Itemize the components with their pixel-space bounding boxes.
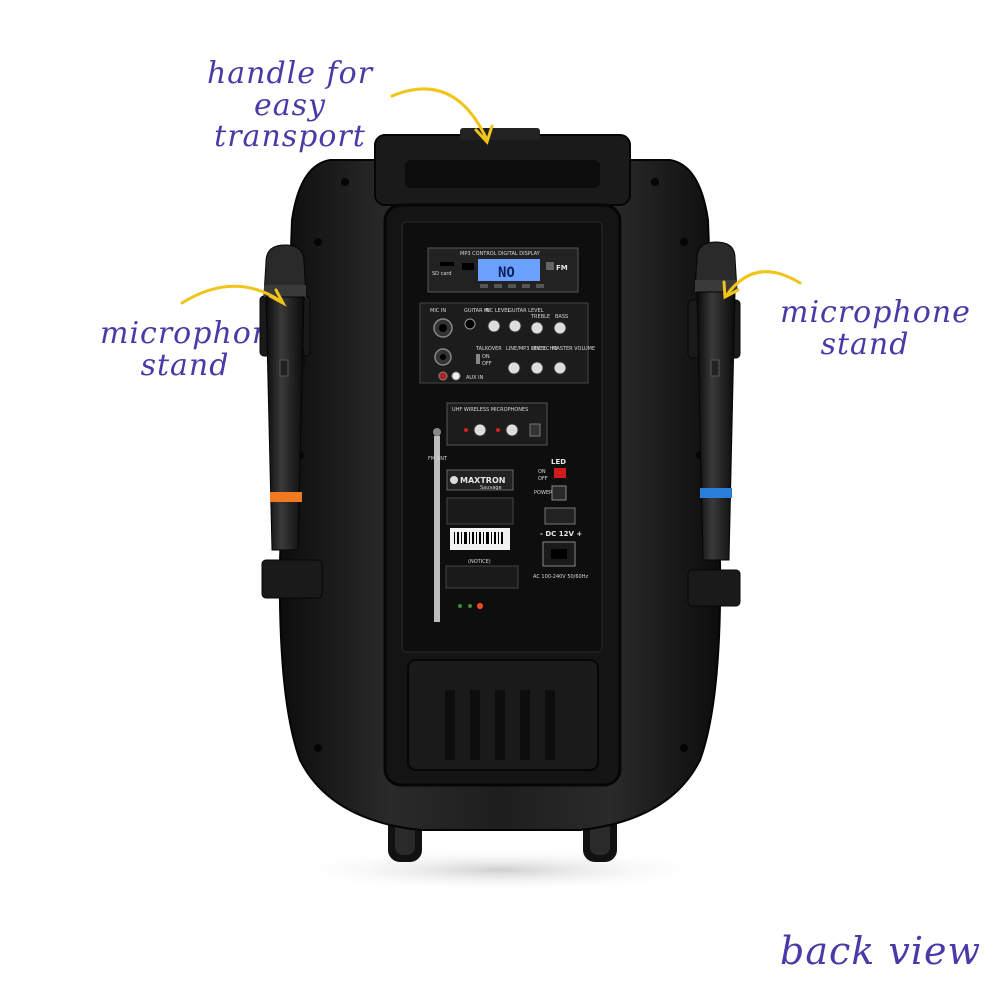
lcd-display-value: NO bbox=[498, 265, 515, 281]
led-switch[interactable] bbox=[554, 468, 566, 478]
wireless-b-volume-knob[interactable] bbox=[505, 423, 519, 437]
power-switch[interactable] bbox=[551, 485, 567, 501]
dc-terminals[interactable] bbox=[544, 507, 576, 525]
guitar-in-jack[interactable] bbox=[464, 318, 476, 330]
line-level-knob[interactable] bbox=[507, 361, 521, 375]
bass-knob[interactable] bbox=[553, 321, 567, 335]
brand-name: MAXTRON bbox=[460, 476, 505, 485]
left-microphone[interactable] bbox=[259, 244, 323, 599]
treble-knob[interactable] bbox=[530, 321, 544, 335]
wireless-title: UHF WIRELESS MICROPHONES bbox=[452, 407, 528, 413]
right-mic-band bbox=[700, 488, 732, 498]
mic-right-annotation: microphone stand bbox=[780, 295, 971, 362]
lower-grille bbox=[407, 659, 599, 771]
power-label: POWER bbox=[534, 490, 553, 496]
treble-label: TREBLE bbox=[530, 314, 550, 320]
mic-right-annotation-line1: microphone bbox=[780, 295, 971, 330]
master-volume-label: MASTER VOLUME bbox=[552, 346, 595, 352]
mic-level-knob[interactable] bbox=[487, 319, 501, 333]
power-section: LED ON OFF POWER - DC 12V + AC 100-240V … bbox=[533, 458, 588, 580]
mp3-module-title: MP3 CONTROL DIGITAL DISPLAY bbox=[460, 251, 541, 257]
fm-ant-label: FM ANT bbox=[428, 456, 448, 462]
mp3-module: MP3 CONTROL DIGITAL DISPLAY SD card NO F… bbox=[427, 247, 579, 293]
mp3-buttons[interactable] bbox=[480, 284, 544, 288]
handle-annotation: handle for easy transport bbox=[190, 58, 390, 153]
mic-echo-knob[interactable] bbox=[530, 361, 544, 375]
wireless-b-indicator bbox=[496, 428, 500, 432]
guitar-level-label: GUITAR LEVEL bbox=[508, 308, 544, 314]
mic-echo-label: MIC ECHO bbox=[532, 346, 557, 352]
line-level-label: LINE/MP3 LEVEL bbox=[506, 346, 546, 352]
handle-arrow bbox=[390, 87, 489, 142]
back-view-annotation: back view bbox=[780, 929, 982, 973]
left-mic-band bbox=[270, 492, 302, 502]
fm-label: FM bbox=[556, 264, 568, 272]
handle-annotation-line2: easy transport bbox=[214, 87, 366, 154]
talkover-on-label: ON bbox=[482, 354, 490, 360]
aux-in-label: AUX IN bbox=[466, 375, 484, 381]
wireless-switch[interactable] bbox=[529, 423, 541, 437]
aux-in-left-jack[interactable] bbox=[438, 371, 448, 381]
mic-level-label: MIC LEVEL bbox=[484, 308, 510, 314]
fm-button[interactable] bbox=[546, 262, 554, 270]
lcd-display bbox=[478, 259, 540, 281]
led-off-label: OFF bbox=[538, 476, 548, 482]
floor-shadow bbox=[280, 848, 720, 892]
ac-label: AC 100-240V 50/60Hz bbox=[533, 574, 588, 580]
handle-annotation-line1: handle for bbox=[206, 56, 374, 91]
talkover-label: TALKOVER bbox=[475, 346, 502, 352]
mic-left-annotation: microphone stand bbox=[100, 316, 291, 383]
annotation-arrows bbox=[180, 87, 802, 307]
notice-title: (NOTICE) bbox=[468, 559, 491, 565]
mic-left-annotation-line2: stand bbox=[140, 347, 230, 383]
mic-in-label: MIC IN bbox=[430, 308, 446, 314]
wireless-module: UHF WIRELESS MICROPHONES bbox=[446, 402, 548, 446]
guitar-in-label: GUITAR IN bbox=[464, 308, 490, 314]
bass-label: BASS bbox=[555, 314, 568, 320]
wireless-a-indicator bbox=[464, 428, 468, 432]
aux-in-right-jack[interactable] bbox=[451, 371, 461, 381]
carry-handle bbox=[374, 128, 631, 206]
fm-antenna: FM ANT bbox=[428, 428, 448, 622]
mic-right-annotation-line2: stand bbox=[820, 326, 910, 362]
led-label: LED bbox=[551, 458, 566, 466]
talkover-switch[interactable] bbox=[476, 354, 480, 364]
brand-plate: MAXTRON Sauvage (NOTICE) bbox=[445, 469, 519, 589]
right-microphone[interactable] bbox=[687, 241, 741, 607]
right-mic-arrow bbox=[724, 270, 802, 298]
usb-port[interactable] bbox=[462, 263, 474, 270]
led-on-label: ON bbox=[538, 469, 546, 475]
brand-sub: Sauvage bbox=[480, 485, 502, 491]
sd-card-label: SD card bbox=[432, 271, 452, 277]
status-leds bbox=[458, 603, 483, 609]
guitar-level-knob[interactable] bbox=[508, 319, 522, 333]
mic-left-annotation-line1: microphone bbox=[100, 316, 291, 351]
mixer-module: MIC IN GUITAR IN MIC LEVEL GUITAR LEVEL … bbox=[419, 302, 595, 384]
wireless-a-volume-knob[interactable] bbox=[473, 423, 487, 437]
talkover-off-label: OFF bbox=[482, 361, 492, 367]
dc-label: - DC 12V + bbox=[540, 530, 582, 538]
sd-card-slot[interactable] bbox=[440, 262, 454, 266]
master-volume-knob[interactable] bbox=[553, 361, 567, 375]
